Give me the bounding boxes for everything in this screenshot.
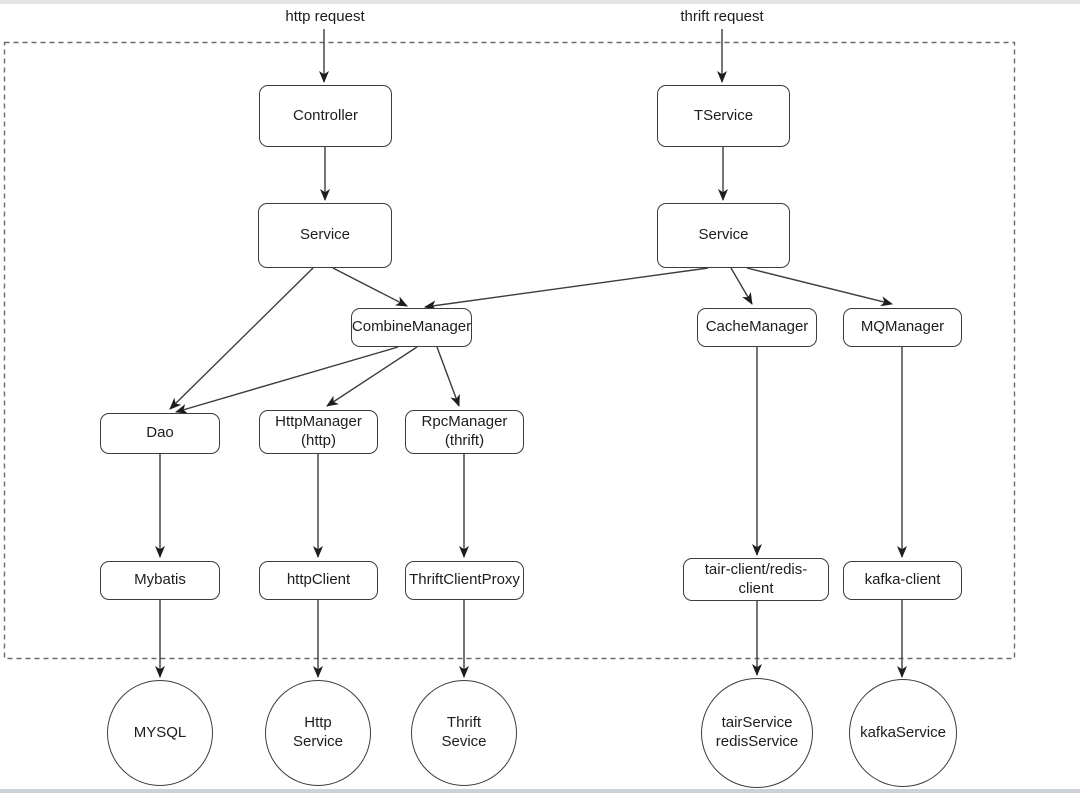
node-tair-redis-client: tair-client/redis- client (683, 558, 829, 601)
node-http-manager: HttpManager (http) (259, 410, 378, 454)
node-kafka-service-ext: kafkaService (849, 679, 957, 787)
node-dao: Dao (100, 413, 220, 454)
edge-servicethrift-mqmanager (746, 267, 893, 307)
edge-servicehttp-combinemanager (332, 267, 408, 307)
node-controller: Controller (259, 85, 392, 147)
edge-servicethrift-combinemanager (424, 267, 709, 311)
node-rpc-manager: RpcManager (thrift) (405, 410, 524, 454)
node-combine-manager: CombineManager (351, 308, 472, 347)
node-tservice: TService (657, 85, 790, 147)
node-mybatis: Mybatis (100, 561, 220, 600)
top-edge-strip (0, 0, 1080, 4)
thrift-request-label: thrift request (680, 8, 764, 25)
http-request-label: http request (285, 8, 365, 25)
node-kafka-client: kafka-client (843, 561, 962, 600)
system-boundary (3, 41, 1016, 660)
node-thrift-service-ext: Thrift Sevice (411, 680, 517, 786)
node-thrift-client-proxy: ThriftClientProxy (405, 561, 524, 600)
bottom-edge-strip (0, 789, 1080, 793)
edge-servicehttp-dao (169, 267, 314, 410)
node-http-client: httpClient (259, 561, 378, 600)
node-cache-manager: CacheManager (697, 308, 817, 347)
edge-combinemanager-dao (175, 346, 399, 414)
node-service-thrift: Service (657, 203, 790, 268)
edge-servicethrift-cachemanager (730, 267, 753, 305)
node-service-http: Service (258, 203, 392, 268)
node-mysql-db: MYSQL (107, 680, 213, 786)
node-tair-service-ext: tairService redisService (701, 678, 813, 788)
node-http-service-ext: Http Service (265, 680, 371, 786)
edge-combinemanager-rpcmanager (436, 346, 460, 407)
edge-combinemanager-httpmanager (326, 346, 418, 407)
node-mq-manager: MQManager (843, 308, 962, 347)
